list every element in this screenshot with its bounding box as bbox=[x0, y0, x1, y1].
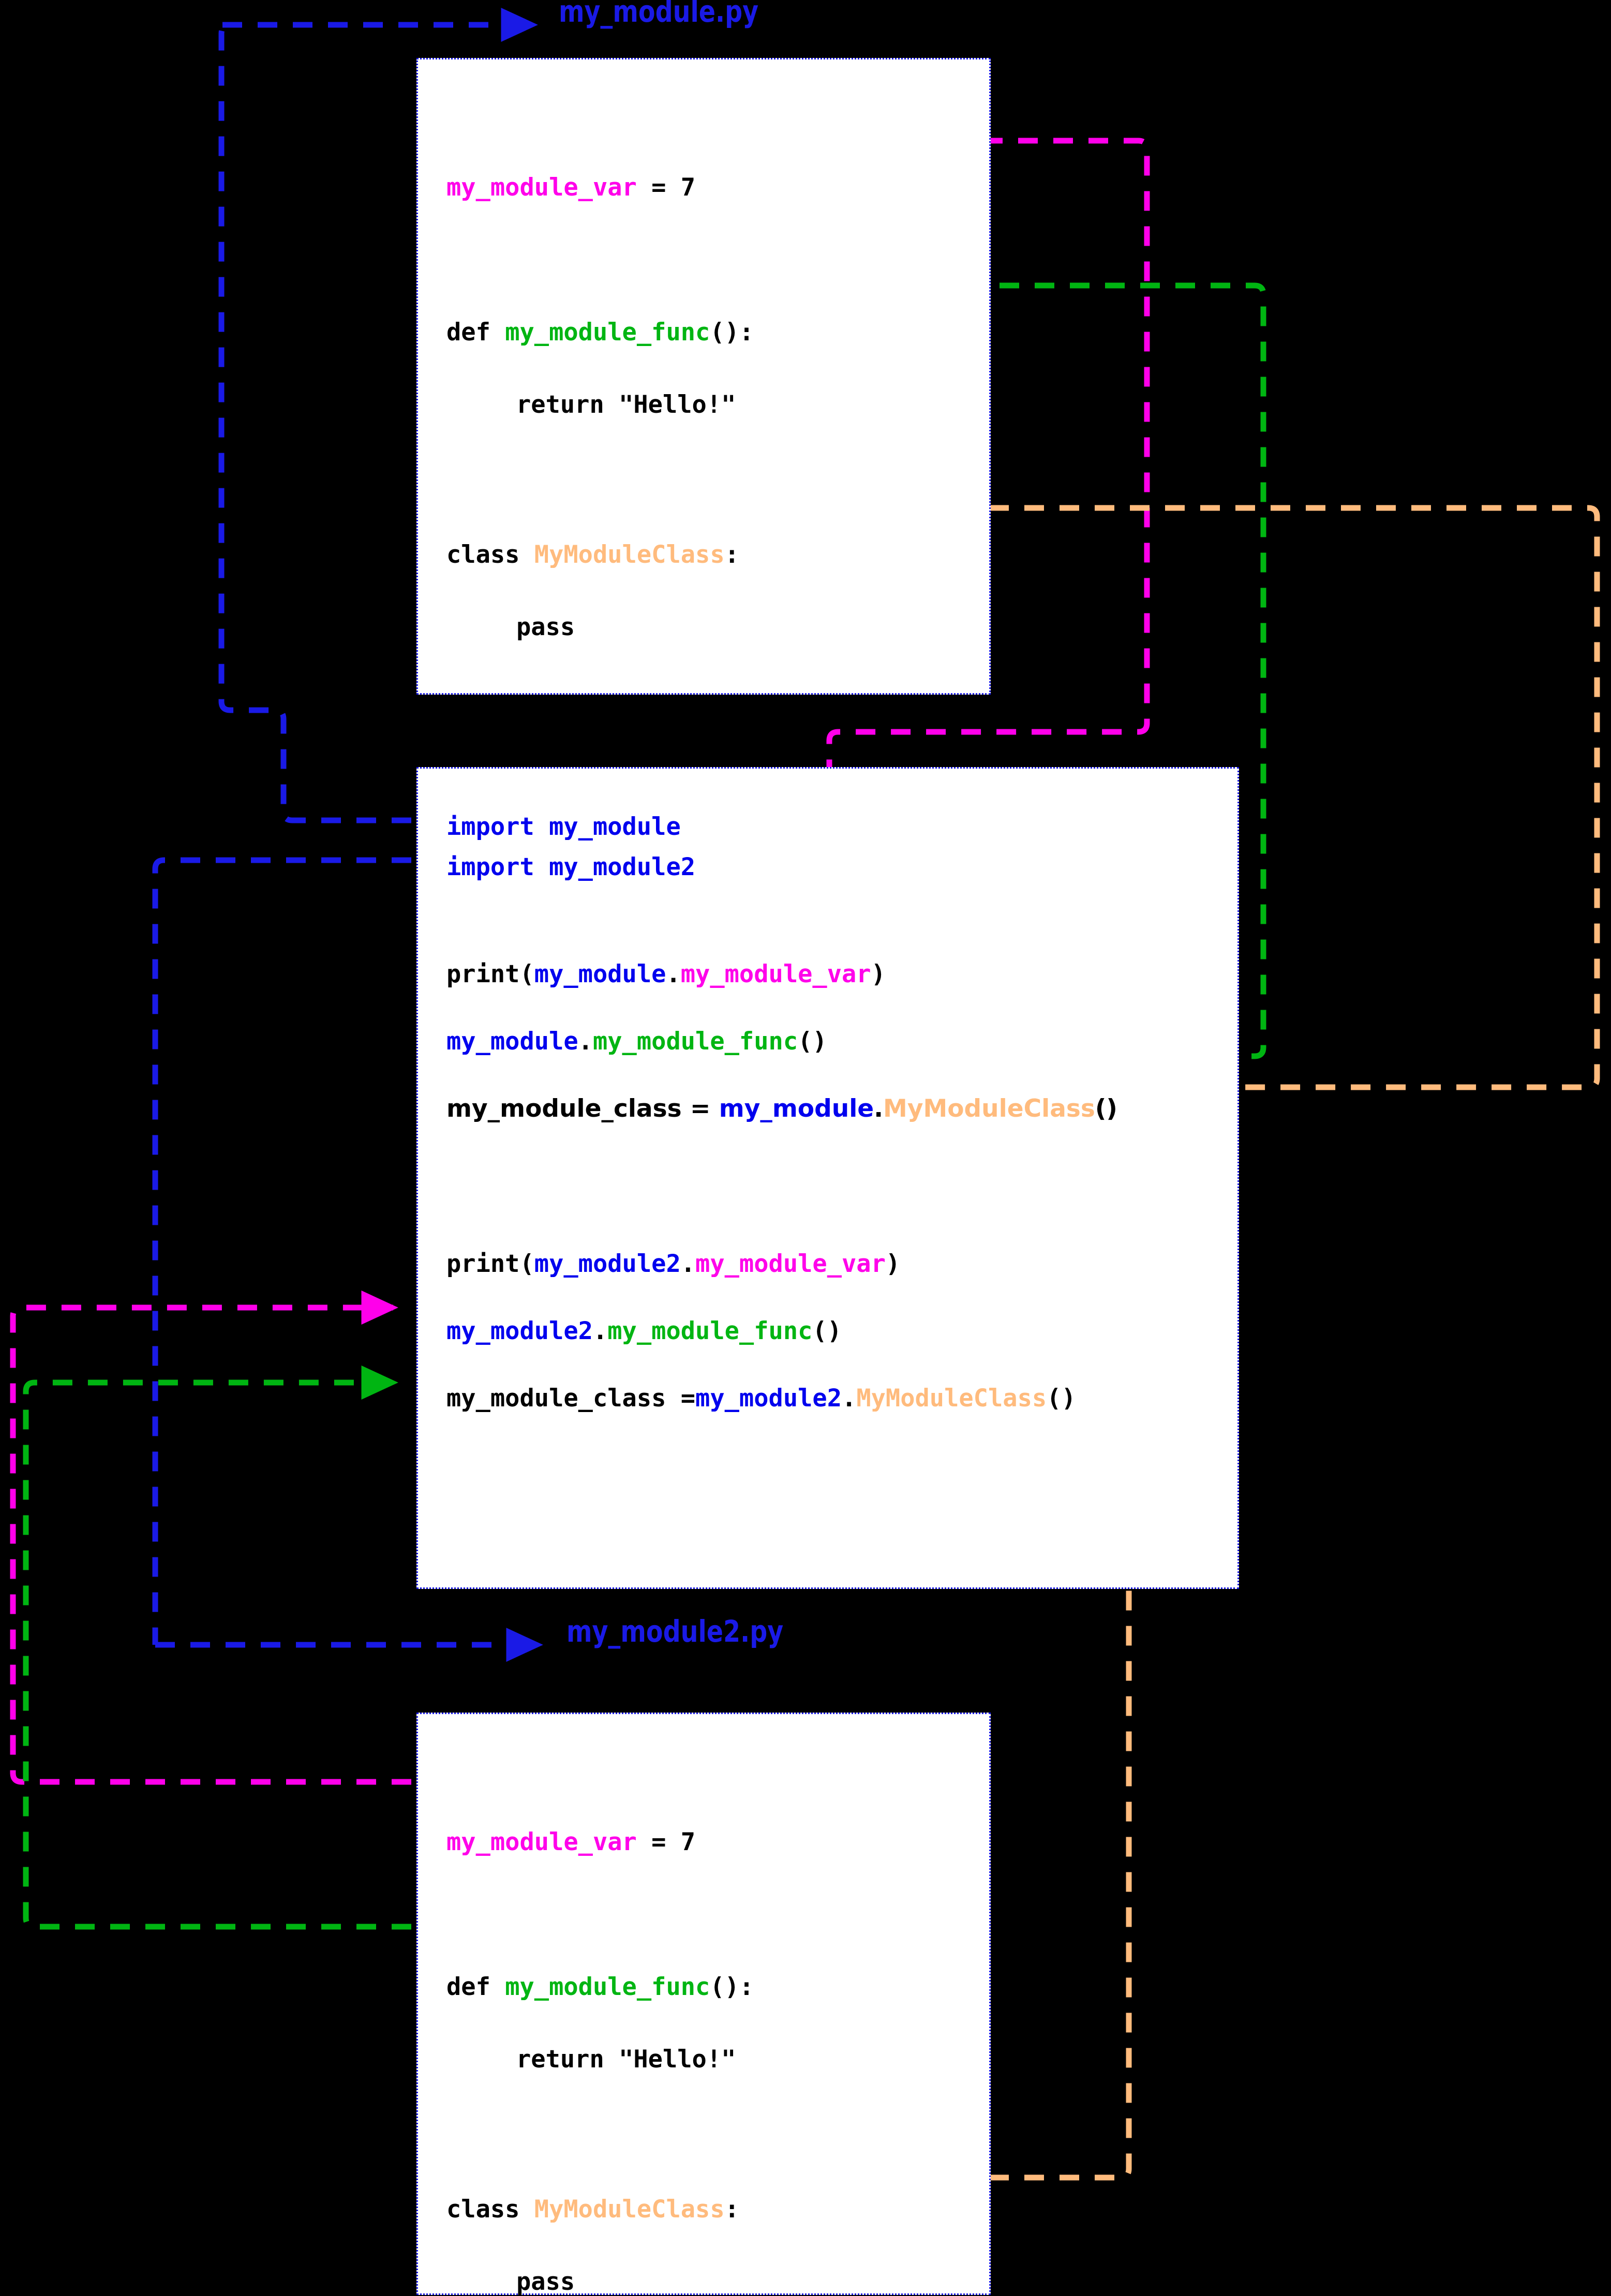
code-token: : bbox=[724, 2195, 739, 2224]
code-token: MyModuleClass bbox=[856, 1384, 1047, 1413]
code-line-s-print1: print(my_module.my_module_var) bbox=[446, 960, 886, 988]
title-my-module-py: my_module.py bbox=[559, 0, 759, 29]
code-token: my_module_var bbox=[695, 1250, 886, 1278]
code-line-m2-return: return "Hello!" bbox=[516, 2045, 736, 2074]
code-line-m1-var: my_module_var = 7 bbox=[446, 173, 695, 202]
code-token: . bbox=[842, 1384, 857, 1413]
code-token: . bbox=[874, 1094, 884, 1123]
code-line-m2-pass: pass bbox=[516, 2268, 575, 2296]
code-token: . bbox=[578, 1027, 593, 1056]
code-token: MyModuleClass bbox=[534, 541, 725, 569]
code-line-m1-def: def my_module_func(): bbox=[446, 318, 754, 347]
code-token: = 7 bbox=[636, 173, 696, 202]
wire-func-module2 bbox=[23, 1365, 411, 1930]
code-token: my_module_func bbox=[592, 1027, 798, 1056]
code-token: def bbox=[446, 1973, 505, 2001]
code-line-m1-class: class MyModuleClass: bbox=[446, 541, 739, 569]
code-token: my_module_var bbox=[446, 173, 637, 202]
code-token: my_module_func bbox=[505, 318, 710, 347]
title-my-module2-py: my_module2.py bbox=[566, 1614, 784, 1649]
code-line-m2-class: class MyModuleClass: bbox=[446, 2195, 739, 2224]
code-token: return "Hello!" bbox=[516, 391, 736, 419]
code-token: my_module bbox=[534, 960, 666, 988]
wire-import-module1 bbox=[218, 22, 411, 823]
code-token: my_module bbox=[719, 1094, 874, 1123]
code-token: : bbox=[724, 541, 739, 569]
code-token: class bbox=[446, 541, 534, 569]
code-line-s-print2: print(my_module2.my_module_var) bbox=[446, 1250, 900, 1278]
code-token: class bbox=[446, 2195, 534, 2224]
code-token: pass bbox=[516, 613, 575, 641]
code-token: = 7 bbox=[636, 1828, 696, 1856]
code-token: my_module2 bbox=[695, 1384, 842, 1413]
wire-var-module2 bbox=[10, 1290, 411, 1785]
code-line-m2-def: def my_module_func(): bbox=[446, 1973, 754, 2001]
code-token: (): bbox=[710, 1973, 754, 2001]
wire-import-module2 bbox=[152, 857, 411, 1645]
code-token: () bbox=[1047, 1384, 1076, 1413]
code-token: . bbox=[680, 1250, 696, 1278]
code-line-s-func1: my_module.my_module_func() bbox=[446, 1027, 827, 1056]
code-token: my_module_var bbox=[680, 960, 871, 988]
code-line-m1-pass: pass bbox=[516, 613, 575, 641]
code-token: print( bbox=[446, 1250, 534, 1278]
code-token: def bbox=[446, 318, 505, 347]
code-token: my_module_class = bbox=[446, 1384, 696, 1413]
code-token: MyModuleClass bbox=[534, 2195, 725, 2224]
code-line-s-class2: my_module_class =my_module2.MyModuleClas… bbox=[446, 1384, 1076, 1413]
code-token: () bbox=[798, 1027, 827, 1056]
code-token: pass bbox=[516, 2268, 575, 2296]
code-line-m2-var: my_module_var = 7 bbox=[446, 1828, 695, 1856]
code-token: ) bbox=[871, 960, 886, 988]
code-token: . bbox=[666, 960, 681, 988]
code-token: my_module_class = bbox=[446, 1094, 719, 1123]
code-token: my_module_func bbox=[607, 1317, 813, 1345]
code-line-s-func2: my_module2.my_module_func() bbox=[446, 1317, 842, 1345]
code-token: () bbox=[1095, 1094, 1117, 1123]
code-token: (): bbox=[710, 318, 754, 347]
code-line-s-class1: my_module_class = my_module.MyModuleClas… bbox=[446, 1094, 1117, 1123]
code-token: my_module2 bbox=[534, 1250, 681, 1278]
code-token: import my_module2 bbox=[446, 853, 696, 881]
code-token: ) bbox=[885, 1250, 901, 1278]
code-token: MyModuleClass bbox=[883, 1094, 1095, 1123]
code-line-m1-return: return "Hello!" bbox=[516, 391, 736, 419]
code-token: my_module bbox=[446, 1027, 578, 1056]
code-token: print( bbox=[446, 960, 534, 988]
code-line-s-import2: import my_module2 bbox=[446, 853, 695, 881]
code-token: my_module_var bbox=[446, 1828, 637, 1856]
code-token: my_module_func bbox=[505, 1973, 710, 2001]
code-token: return "Hello!" bbox=[516, 2045, 736, 2074]
code-token: import my_module bbox=[446, 813, 681, 841]
code-token: () bbox=[812, 1317, 842, 1345]
code-token: my_module2 bbox=[446, 1317, 593, 1345]
code-line-s-import1: import my_module bbox=[446, 813, 681, 841]
code-token: . bbox=[592, 1317, 608, 1345]
